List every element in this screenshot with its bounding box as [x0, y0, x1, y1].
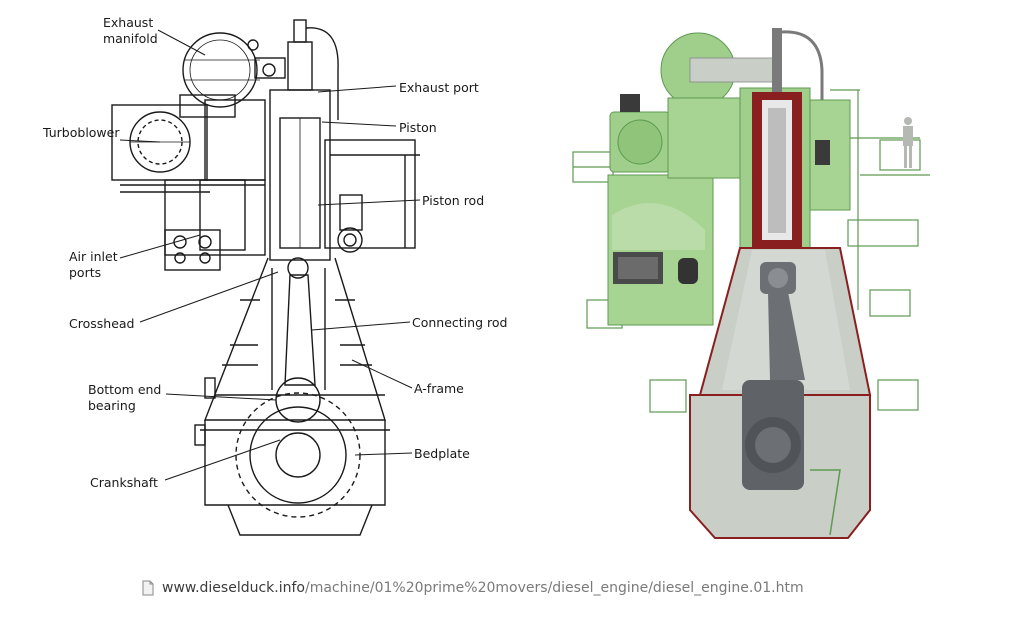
label-exhaust-manifold-2: manifold	[103, 31, 158, 46]
leader-lines	[119, 29, 421, 481]
label-air-inlet-ports-1: Air inlet	[69, 249, 118, 264]
source-url: www.dieselduck.info/machine/01%20prime%2…	[140, 577, 804, 599]
page-icon	[142, 580, 154, 596]
label-exhaust-manifold-1: Exhaust	[103, 15, 153, 30]
rendered-engine	[572, 28, 930, 539]
label-bottom-end-bearing-1: Bottom end	[88, 382, 161, 397]
a-frame-shape	[203, 257, 386, 421]
render-piston	[768, 108, 786, 233]
connecting-rod-label-clip: Connecting rod	[412, 315, 507, 330]
label-crosshead: Crosshead	[69, 316, 134, 331]
human-figure	[903, 117, 913, 168]
exhaust-manifold-shape	[182, 32, 258, 108]
label-connecting-rod: Connecting rod	[412, 315, 507, 330]
bedplate-shape	[204, 420, 386, 506]
turboblower-shape	[111, 104, 208, 181]
label-turboblower: Turboblower	[42, 125, 120, 140]
label-a-frame: A-frame	[414, 381, 464, 396]
source-path[interactable]: /machine/01%20prime%20movers/diesel_engi…	[304, 580, 804, 596]
label-bottom-end-bearing-2: bearing	[88, 398, 136, 413]
label-piston: Piston	[399, 120, 437, 135]
label-exhaust-port: Exhaust port	[399, 80, 479, 95]
platform-railings	[572, 89, 930, 413]
label-piston-rod: Piston rod	[422, 193, 484, 208]
render-connecting-rod	[768, 292, 805, 380]
connecting-rod-shape	[284, 274, 316, 386]
crankshaft-shape	[249, 406, 347, 504]
label-air-inlet-ports-2: ports	[69, 265, 101, 280]
line-drawing-engine	[111, 19, 420, 536]
air-inlet-shape	[164, 229, 221, 271]
label-crankshaft: Crankshaft	[90, 475, 158, 490]
source-domain[interactable]: www.dieselduck.info	[162, 580, 305, 596]
label-bedplate: Bedplate	[414, 446, 470, 461]
crosshead-shape	[287, 257, 309, 279]
